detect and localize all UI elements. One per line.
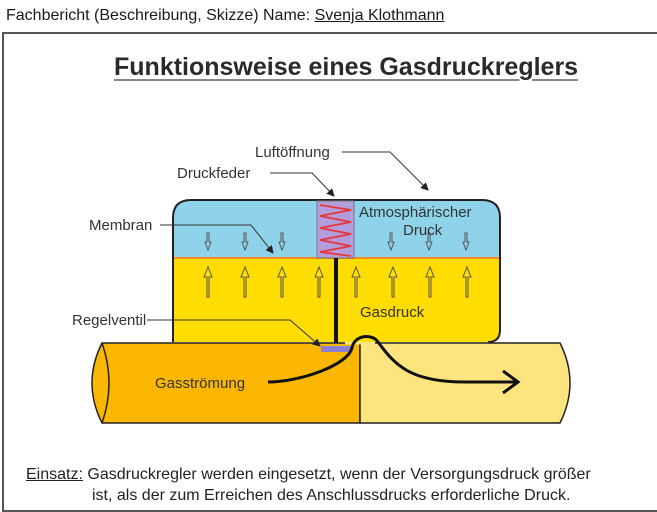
label-membran: Membran <box>89 217 152 234</box>
spring-icon <box>319 204 352 257</box>
down-arrow-icon <box>278 232 286 252</box>
up-arrow-icon <box>388 265 398 298</box>
student-name: Svenja Klothmann <box>314 7 445 24</box>
down-arrows <box>204 232 470 252</box>
control-valve <box>321 346 351 352</box>
up-arrow-icon <box>351 265 361 298</box>
up-arrow-icon <box>425 265 435 298</box>
label-druckfeder: Druckfeder <box>177 165 250 182</box>
diagram-title: Funktionsweise eines Gasdruckreglers <box>114 53 579 81</box>
up-arrow-icon <box>277 265 287 298</box>
down-arrow-icon <box>387 232 395 252</box>
label-atmospheric-1: Atmosphärischer <box>359 204 472 221</box>
down-arrow-icon <box>462 232 470 252</box>
label-luftoeffnung: Luftöffnung <box>255 144 330 161</box>
leader-regelventil <box>147 319 321 347</box>
up-arrow-icon <box>462 265 472 298</box>
label-atmospheric-2: Druck <box>403 222 443 239</box>
down-arrow-icon <box>204 232 212 252</box>
usage-text-1: Gasdruckregler werden eingesetzt, wenn d… <box>82 466 591 483</box>
report-header: Fachbericht (Beschreibung, Skizze) Name:… <box>6 7 444 25</box>
up-arrows <box>203 265 472 298</box>
usage-line-1: Einsatz: Gasdruckregler werden eingesetz… <box>26 466 591 484</box>
usage-line-2: ist, als der zum Erreichen des Anschluss… <box>92 487 571 504</box>
pipe-inlet <box>91 342 361 424</box>
leader-luftoeffnung <box>342 151 429 191</box>
pipe-cut-edge <box>101 342 110 424</box>
down-arrow-icon <box>241 232 249 252</box>
up-arrow-icon <box>240 265 250 298</box>
leader-druckfeder <box>270 172 335 197</box>
leader-membran <box>160 224 274 254</box>
gas-regulator-diagram: Luftöffnung Druckfeder Membran Atmosphär… <box>72 144 571 424</box>
gas-flow-arrow <box>267 335 517 384</box>
header-label: Fachbericht (Beschreibung, Skizze) Name: <box>6 7 315 24</box>
up-arrow-icon <box>203 265 213 298</box>
usage-key: Einsatz: <box>26 466 83 483</box>
flow-arrowhead-icon <box>502 369 521 395</box>
label-gasstroemung: Gasströmung <box>155 375 245 392</box>
regulator-outline <box>172 199 501 343</box>
label-regelventil: Regelventil <box>72 312 146 329</box>
up-arrow-icon <box>314 265 324 298</box>
gas-pipe <box>91 341 571 424</box>
label-gasdruck: Gasdruck <box>360 304 425 321</box>
down-arrow-icon <box>425 232 433 252</box>
